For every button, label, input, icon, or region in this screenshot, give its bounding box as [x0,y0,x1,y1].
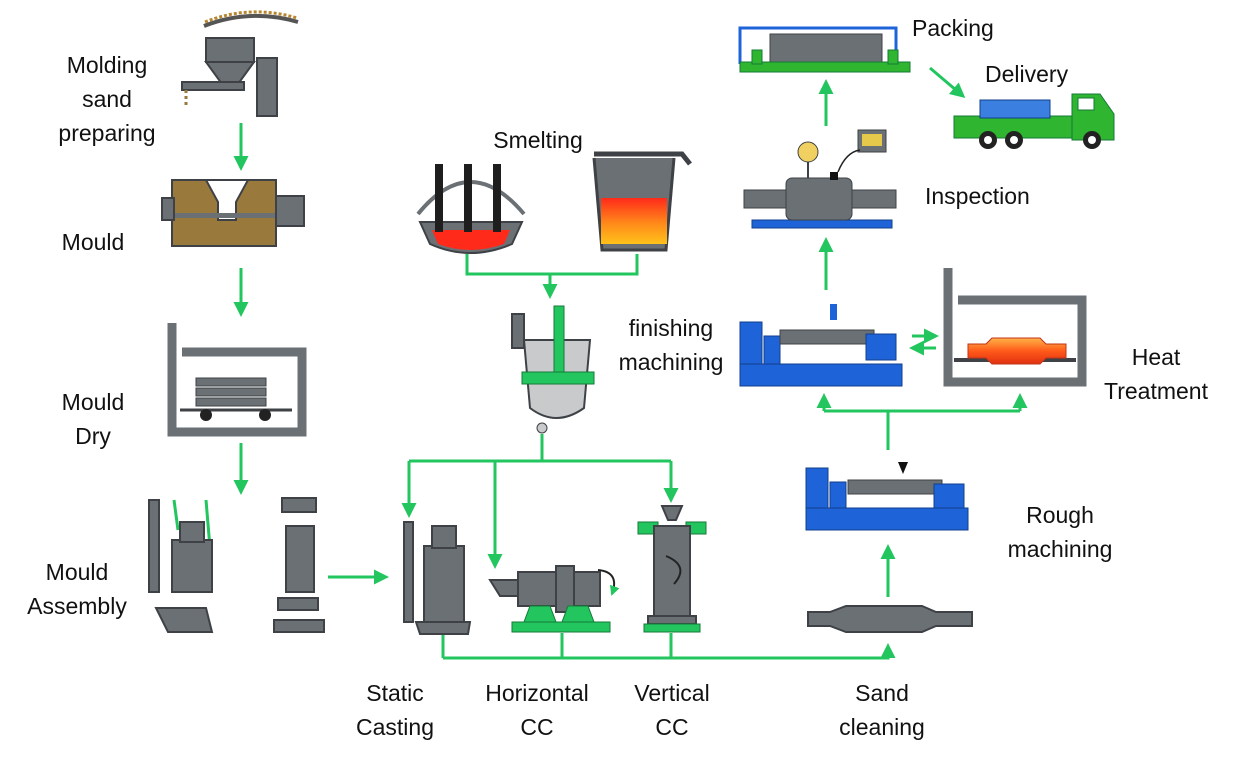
label-line: Smelting [493,127,583,153]
label-line: finishing [628,315,714,341]
label-line: Casting [356,714,434,740]
ladle-illustration [511,305,595,434]
label-finishing-machining: finishing machining [606,311,736,379]
cleaned-casting-illustration [807,605,973,633]
static-casting-illustration [403,521,472,635]
label-line: cleaning [839,714,925,740]
label-line: Horizontal [485,680,589,706]
label-line: Static [366,680,424,706]
arrow-packing-to-delivery [929,66,966,98]
label-line: preparing [58,120,156,146]
label-line: sand [82,86,132,112]
label-line: machining [618,349,724,375]
label-vertical-cc: Vertical CC [617,676,727,744]
label-static-casting: Static Casting [340,676,450,744]
sand-mixer-illustration [181,10,299,117]
rough-lathe-illustration [805,462,969,531]
label-delivery: Delivery [985,57,1095,91]
mould-illustration [161,179,305,247]
label-packing: Packing [912,11,1022,45]
label-line: Vertical [634,680,710,706]
label-molding-sand-preparing: Molding sand preparing [48,48,166,150]
label-line: Packing [912,15,994,41]
label-smelting: Smelting [478,123,598,157]
delivery-truck-illustration [953,93,1115,149]
label-heat-treatment: Heat Treatment [1092,340,1220,408]
label-rough-machining: Rough machining [996,498,1124,566]
inspection-station-illustration [743,129,897,229]
horizontal-cc-illustration [488,565,620,633]
label-mould: Mould [48,225,138,259]
label-line: Sand [855,680,909,706]
label-line: Heat [1131,344,1181,370]
furnace-illustration [416,164,526,254]
flow-connectors [233,66,1028,660]
crucible-illustration [592,151,692,252]
label-line: Mould [61,229,125,255]
label-line: Mould [61,389,125,415]
drying-oven-illustration [167,323,307,437]
label-line: Dry [75,423,111,449]
label-line: Inspection [925,183,1030,209]
label-line: CC [655,714,689,740]
label-inspection: Inspection [925,179,1065,213]
label-line: CC [520,714,554,740]
label-line: Rough [1026,502,1094,528]
label-line: Mould [45,559,109,585]
label-line: Treatment [1104,378,1208,404]
label-line: machining [1007,536,1113,562]
heat-treatment-furnace-illustration [943,268,1087,387]
label-line: Molding [66,52,148,78]
connector-to-sand-cleaning [443,643,896,660]
label-line: Assembly [27,593,127,619]
finishing-lathe-illustration [739,304,903,387]
connector-smelting-merge [465,254,639,276]
packing-illustration [738,26,911,73]
label-mould-assembly: Mould Assembly [18,555,136,623]
mould-assembly-illustration [148,497,325,633]
label-horizontal-cc: Horizontal CC [472,676,602,744]
label-mould-dry: Mould Dry [48,385,138,453]
vertical-cc-illustration [637,505,707,633]
label-sand-cleaning: Sand cleaning [826,676,938,744]
label-line: Delivery [985,61,1069,87]
